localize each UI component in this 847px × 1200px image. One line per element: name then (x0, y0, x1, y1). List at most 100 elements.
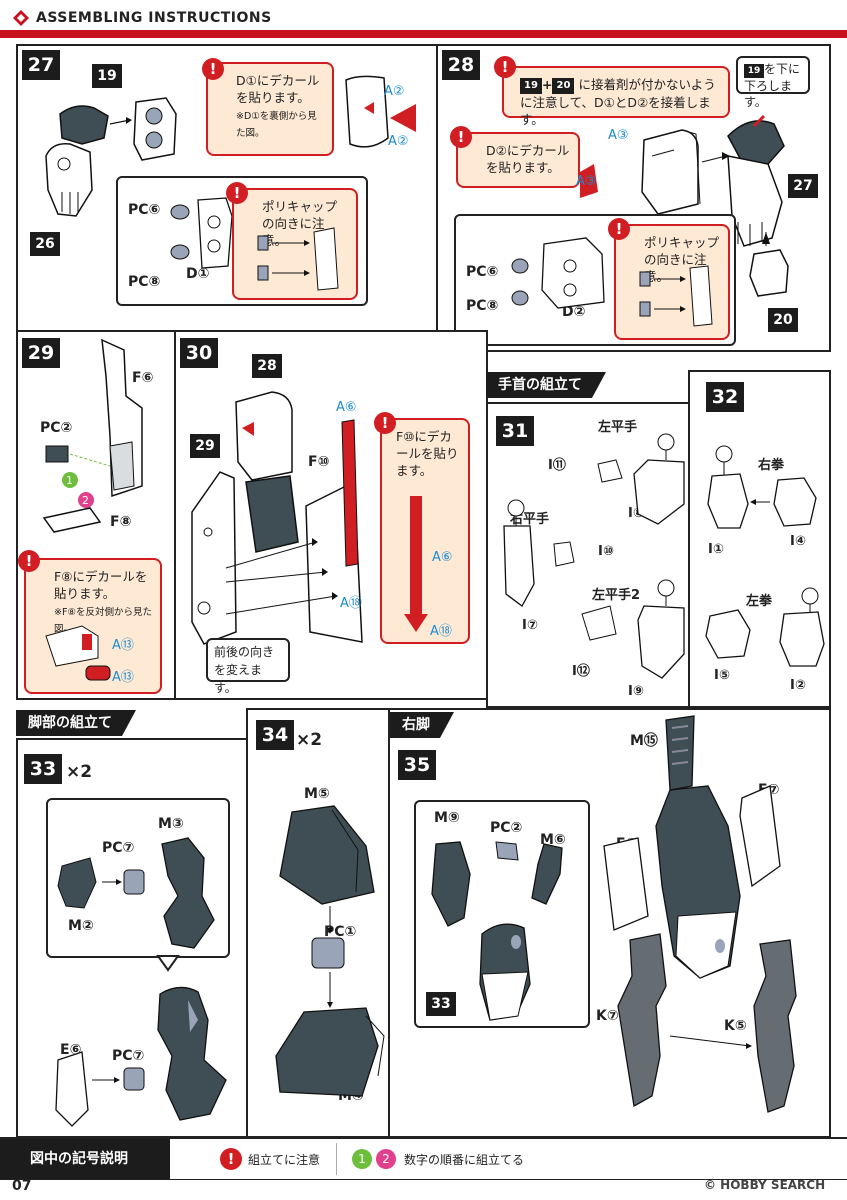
decal-a3-bottom: A③ (576, 174, 597, 189)
step33-main-illustration (55, 986, 227, 1127)
svg-text:2: 2 (82, 494, 89, 507)
decal-note-text: D①にデカールを貼ります。 (236, 73, 320, 105)
step-33-panel: 33 ×2 M③ PC⑦ M② E⑥ PC⑦ (16, 738, 248, 1138)
part-k7: K⑦ (596, 1008, 619, 1024)
part-i2: I② (790, 678, 806, 693)
badge-19: 19 (520, 77, 542, 94)
callout-pointer (156, 955, 180, 972)
part-ref-19: 19 (92, 64, 122, 88)
badge-19: 19 (744, 64, 764, 78)
glue-note-text: に接着剤が付かないように注意して、D①とD②を接着します。 (520, 77, 716, 127)
decal-note-sub: ※F⑧を反対側から見た図。 (54, 607, 152, 635)
decal-d1-illustration (345, 75, 416, 148)
polycap-orientation-diagram (639, 265, 713, 327)
label-right-fist: 右拳 (758, 458, 785, 473)
part-i5: I⑤ (714, 668, 730, 683)
step-30-panel: 30 28 29 F⑩ A⑥ A⑱ F⑩にデカールを貼ります。 ! A⑥ A⑱ … (174, 330, 488, 700)
decal-note-sub: ※D①を裏側から見た図。 (236, 111, 317, 139)
step-28-panel: 28 19+20 に接着剤が付かないように注意して、D①とD②を接着します。 !… (436, 44, 831, 352)
decal-strip-red (341, 419, 359, 567)
part-pc8: PC⑧ (466, 298, 499, 314)
direction-note-text: 前後の向きを変えます。 (214, 645, 275, 695)
part-ref-28: 28 (252, 354, 282, 378)
leg-section-title: 脚部の組立て (16, 710, 136, 736)
polycap-note: ポリキャップの向きに注意。 (614, 224, 730, 340)
step-number: 31 (496, 416, 534, 446)
part-ref-26: 26 (30, 232, 60, 256)
step-number: 29 (22, 338, 60, 368)
polycap-orientation-diagram (257, 227, 339, 291)
part-ref-27: 27 (788, 174, 818, 198)
down-note-text: を下に下ろします。 (744, 62, 801, 109)
part-pc7-top: PC⑦ (102, 840, 135, 856)
step-31-panel: 31 左平手 I⑪ I⑧ 右平手 I⑩ I⑦ 左平手2 I⑫ I⑨ (486, 402, 690, 708)
decal-a18-top: A⑱ (340, 596, 362, 611)
label-left-fist: 左拳 (746, 594, 773, 609)
decal-f8-illustration (45, 625, 111, 681)
part-20-illustration (749, 232, 789, 297)
brand-logo-icon (13, 10, 29, 26)
part-ref-29: 29 (190, 434, 220, 458)
decal-a13-top: A⑬ (112, 638, 134, 653)
caution-icon: ! (494, 56, 516, 78)
right-leg-section-title: 右脚 (390, 712, 454, 738)
step-34-panel: 34 ×2 M⑤ PC① M④ (246, 708, 390, 1138)
legend-title: 図中の記号説明 (0, 1139, 170, 1179)
step33-sub-illustration (57, 837, 215, 949)
part-m2: M② (68, 918, 94, 934)
part-i9: I⑨ (628, 684, 644, 699)
step-number: 34 (256, 720, 294, 750)
decal-note-text: F⑧にデカールを貼ります。 (54, 569, 148, 601)
part-i4: I④ (790, 534, 806, 549)
caution-icon: ! (18, 550, 40, 572)
page-title: ASSEMBLING INSTRUCTIONS (36, 10, 272, 26)
part-d1: D① (186, 266, 210, 282)
part-f8: F⑧ (110, 514, 132, 530)
step27-parts-illustration (45, 97, 177, 217)
header-rule (0, 30, 847, 38)
step-32-panel: 32 右拳 I① I④ 左拳 I⑤ I② (688, 370, 831, 708)
decal-a3-top: A③ (608, 128, 629, 143)
part-ref-20: 20 (768, 308, 798, 332)
legend-order-text: 数字の順番に組立てる (404, 1153, 525, 1167)
part-m3: M③ (158, 816, 184, 832)
quantity-multiplier: ×2 (296, 730, 323, 750)
step-number: 35 (398, 750, 436, 780)
part-k5: K⑤ (724, 1018, 747, 1034)
badge-20: 20 (552, 77, 575, 94)
part-pc2: PC② (40, 420, 73, 436)
decal-note: D①にデカールを貼ります。 ※D①を裏側から見た図。 (206, 62, 334, 156)
step-35-panel: 右脚 35 M⑮ E⑦ E⑧ M⑨ PC② M⑥ 33 K⑦ K⑤ (388, 708, 831, 1138)
step28-assembly-illustration (580, 114, 785, 247)
hand-parts-illustration (503, 433, 685, 679)
polycap-parts-illustration (511, 237, 605, 309)
step-number: 27 (22, 50, 60, 80)
caution-icon: ! (202, 58, 224, 80)
polycap-note-text: ポリキャップの向きに注意。 (644, 235, 720, 284)
step-number: 28 (442, 50, 480, 80)
caution-icon: ! (450, 126, 472, 148)
step-29-panel: 29 F⑥ PC② F⑧ 1 2 F⑧にデカールを貼ります。 ※F⑧を反対側から… (16, 330, 176, 700)
step35-sub-illustration (431, 841, 563, 1021)
part-pc8: PC⑧ (128, 274, 161, 290)
decal-note: D②にデカールを貼ります。 (456, 132, 580, 188)
part-m15: M⑮ (630, 733, 658, 749)
wrist-section-title: 手首の組立て (486, 372, 606, 398)
page-number: 07 (12, 1178, 32, 1194)
symbol-legend: 図中の記号説明 ! 組立てに注意 1 2 数字の順番に組立てる (0, 1137, 847, 1180)
label-right-flat-hand: 右平手 (510, 512, 550, 527)
part-i10: I⑩ (598, 544, 614, 559)
part-f6: F⑥ (132, 370, 154, 386)
label-left-flat-hand-2: 左平手2 (592, 588, 641, 603)
decal-a13-bottom: A⑬ (112, 670, 134, 685)
step35-main-illustration (603, 715, 797, 1113)
order-2-icon: 2 (376, 1149, 396, 1169)
part-pc2: PC② (490, 820, 523, 836)
label-left-flat-hand: 左平手 (598, 420, 638, 435)
part-i1: I① (708, 542, 724, 557)
polycap-parts-illustration (170, 197, 233, 269)
decal-a6-top: A⑥ (336, 400, 357, 415)
caution-icon: ! (226, 182, 248, 204)
part-pc6: PC⑥ (128, 202, 161, 218)
legend-divider (336, 1143, 337, 1175)
